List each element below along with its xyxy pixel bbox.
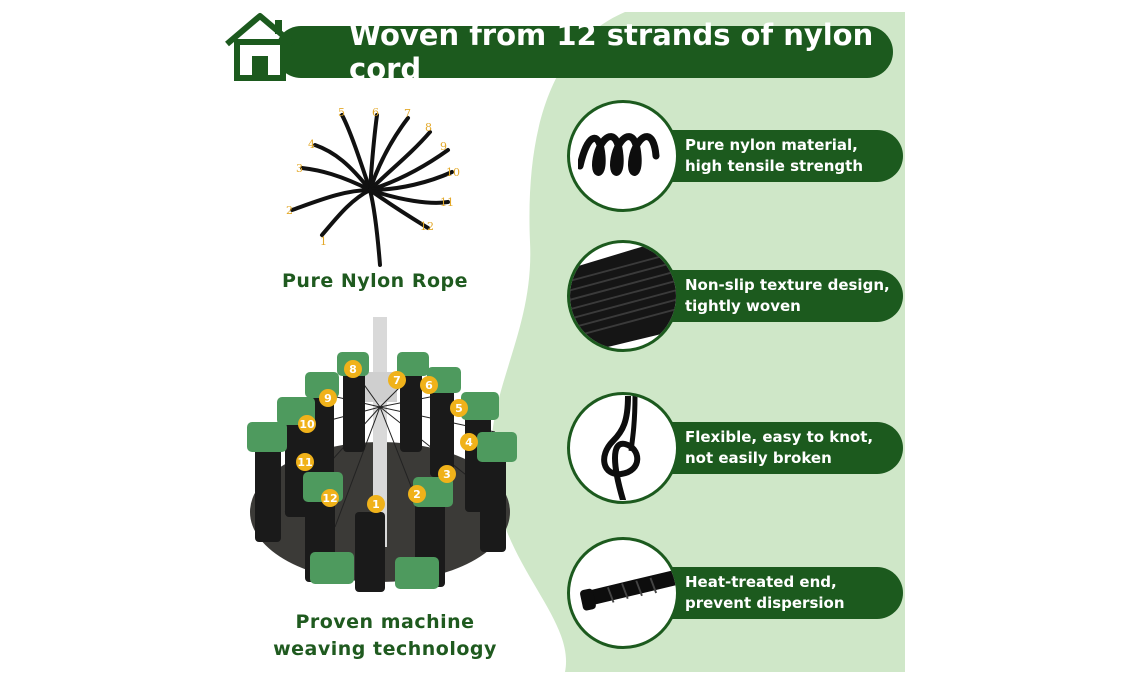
strand-number: 10 <box>299 418 315 431</box>
strand-number: 3 <box>296 162 303 175</box>
feature-text-line2: tightly woven <box>685 297 801 315</box>
strand-number: 2 <box>286 204 293 217</box>
feature-text-line2: not easily broken <box>685 449 832 467</box>
strand-number: 3 <box>443 468 451 481</box>
feature-text-line1: Heat-treated end, <box>685 573 837 591</box>
feature-text-line1: Non-slip texture design, <box>685 276 890 294</box>
strand-number: 9 <box>324 392 332 405</box>
feature-item: Heat-treated end, prevent dispersion <box>567 537 905 649</box>
strand-number: 12 <box>322 492 337 505</box>
page-title: Woven from 12 strands of nylon cord <box>349 18 874 86</box>
strand-number: 1 <box>320 235 327 248</box>
strand-number: 6 <box>425 379 433 392</box>
coiled-cord-icon <box>567 100 679 212</box>
machine-caption: Proven machine weaving technology <box>245 609 525 663</box>
feature-text-line1: Flexible, easy to knot, <box>685 428 874 446</box>
strand-number: 8 <box>349 363 357 376</box>
rope-end-icon <box>567 537 679 649</box>
house-icon <box>225 13 295 81</box>
strand-number: 9 <box>440 140 447 153</box>
strand-number: 12 <box>420 220 434 233</box>
strand-number: 7 <box>393 374 401 387</box>
strand-number: 11 <box>297 456 312 469</box>
feature-item: Flexible, easy to knot, not easily broke… <box>567 392 905 504</box>
machine-caption-line2: weaving technology <box>273 638 497 660</box>
feature-text-line2: prevent dispersion <box>685 594 845 612</box>
strand-number: 8 <box>425 121 432 134</box>
rope-strands-illustration: 1 2 3 4 5 6 7 8 9 10 11 12 <box>286 106 460 267</box>
strand-number: 1 <box>372 498 380 511</box>
woven-texture-icon <box>567 240 679 352</box>
strand-number: 5 <box>455 402 463 415</box>
knot-icon <box>567 392 679 504</box>
feature-label: Heat-treated end, prevent dispersion <box>637 567 903 619</box>
feature-label: Flexible, easy to knot, not easily broke… <box>637 422 903 474</box>
feature-text-line1: Pure nylon material, <box>685 136 858 154</box>
strand-number: 4 <box>308 138 315 151</box>
strand-number: 6 <box>372 106 379 119</box>
infographic-panel: Woven from 12 strands of nylon cord 1 2 <box>225 12 905 672</box>
strand-number: 4 <box>465 436 473 449</box>
strand-number: 5 <box>338 106 345 119</box>
title-banner: Woven from 12 strands of nylon cord <box>275 18 893 86</box>
machine-caption-line1: Proven machine <box>295 611 475 633</box>
strand-number: 7 <box>404 107 411 120</box>
feature-item: Pure nylon material, high tensile streng… <box>567 100 905 212</box>
strand-number: 10 <box>446 166 460 179</box>
feature-item: Non-slip texture design, tightly woven <box>567 240 905 352</box>
strand-number: 2 <box>413 488 421 501</box>
braiding-machine-illustration: 1 2 3 4 5 6 7 8 9 10 11 12 <box>247 317 517 592</box>
feature-label: Pure nylon material, high tensile streng… <box>637 130 903 182</box>
rope-caption: Pure Nylon Rope <box>282 270 468 292</box>
feature-text-line2: high tensile strength <box>685 157 864 175</box>
strand-number: 11 <box>440 196 454 209</box>
feature-label: Non-slip texture design, tightly woven <box>637 270 903 322</box>
